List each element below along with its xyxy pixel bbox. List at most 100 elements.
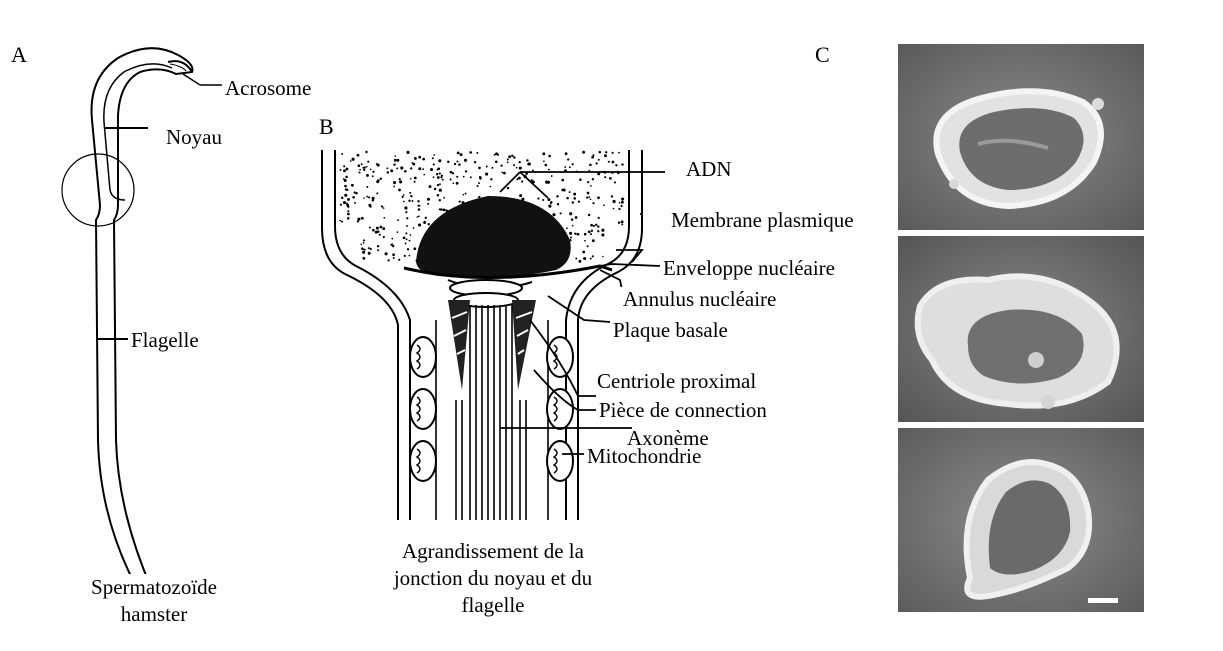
stipple-dot: [615, 164, 617, 166]
stipple-dot: [418, 208, 421, 211]
stipple-dot: [544, 164, 547, 167]
stipple-dot: [383, 217, 385, 219]
stipple-dot: [566, 227, 568, 229]
stipple-dot: [587, 181, 589, 183]
stipple-dot: [382, 227, 385, 230]
stipple-dot: [386, 167, 388, 169]
stipple-dot: [368, 252, 371, 255]
stipple-dot: [443, 209, 446, 212]
stipple-dot: [347, 218, 349, 220]
label-annulus-nucleaire: Annulus nucléaire: [620, 287, 779, 311]
stipple-dot: [454, 163, 456, 165]
stipple-dot: [439, 183, 441, 185]
stipple-dot: [376, 192, 378, 194]
stipple-dot: [364, 249, 366, 251]
stipple-dot: [396, 159, 399, 162]
stipple-dot: [406, 151, 409, 154]
stipple-dot: [588, 230, 591, 233]
stipple-dot: [399, 178, 401, 180]
stipple-dot: [543, 160, 545, 162]
stipple-dot: [588, 170, 590, 172]
stipple-dot: [612, 152, 614, 154]
stipple-dot: [377, 249, 379, 251]
stipple-dot: [611, 195, 613, 197]
nucleus-outline: [104, 64, 172, 190]
stipple-dot: [518, 177, 521, 180]
stipple-dot: [572, 201, 574, 203]
stipple-dot: [582, 151, 585, 154]
stipple-dot: [370, 248, 372, 250]
stipple-dot: [412, 162, 414, 164]
stipple-dot: [605, 151, 607, 153]
label-enveloppe-nucleaire: Enveloppe nucléaire: [660, 256, 838, 280]
stipple-dot: [365, 151, 367, 153]
stipple-dot: [403, 201, 405, 203]
stipple-dot: [572, 225, 574, 227]
panel-c-letter: C: [812, 42, 833, 68]
stipple-dot: [390, 169, 393, 172]
stipple-dot: [432, 157, 434, 159]
stipple-dot: [367, 161, 369, 163]
stipple-dot: [567, 158, 569, 160]
stipple-dot: [358, 171, 360, 173]
stipple-dot: [369, 227, 371, 229]
stipple-dot: [479, 177, 481, 179]
stipple-dot: [343, 169, 346, 172]
label-plaque-basale: Plaque basale: [610, 318, 731, 342]
stipple-dot: [602, 256, 604, 258]
stipple-dot: [409, 192, 411, 194]
stipple-dot: [565, 152, 568, 155]
stipple-dot: [571, 218, 573, 220]
stipple-dot: [584, 233, 587, 236]
stipple-dot: [597, 196, 600, 199]
stipple-dot: [614, 181, 616, 183]
stipple-dot: [363, 169, 365, 171]
sem-photo-1: [898, 44, 1144, 230]
stipple-dot: [403, 236, 406, 239]
stipple-dot: [562, 179, 564, 181]
stipple-dot: [598, 217, 600, 219]
stipple-dot: [347, 210, 349, 212]
stipple-dot: [597, 225, 599, 227]
stipple-dot: [542, 199, 544, 201]
stipple-dot: [445, 209, 447, 211]
stipple-dot: [414, 177, 417, 180]
stipple-dot: [346, 204, 349, 207]
stipple-dot: [593, 225, 595, 227]
stipple-dot: [437, 184, 439, 186]
stipple-dot: [357, 218, 360, 221]
stipple-dot: [392, 253, 395, 256]
stipple-dot: [519, 194, 522, 197]
stipple-dot: [440, 208, 443, 211]
stipple-dot: [608, 161, 610, 163]
stipple-dot: [408, 255, 410, 257]
stipple-dot: [410, 234, 412, 236]
stipple-dot: [399, 180, 402, 183]
stipple-dot: [453, 182, 455, 184]
caption-line: Spermatozoïde: [64, 574, 244, 601]
stipple-dot: [344, 185, 347, 188]
stipple-dot: [368, 204, 371, 207]
stipple-dot: [383, 236, 385, 238]
stipple-dot: [592, 178, 594, 180]
panel-a-caption: Spermatozoïde hamster: [64, 574, 244, 628]
sem-photo-2: [898, 236, 1144, 422]
stipple-dot: [485, 173, 488, 176]
stipple-dot: [404, 255, 406, 257]
stipple-dot: [385, 252, 388, 255]
stipple-dot: [413, 227, 415, 229]
stipple-dot: [422, 168, 424, 170]
stipple-dot: [372, 199, 374, 201]
label-acrosome: Acrosome: [222, 76, 314, 100]
stipple-dot: [417, 205, 419, 207]
stipple-dot: [620, 205, 622, 207]
stipple-dot: [372, 229, 375, 232]
stipple-dot: [393, 164, 395, 166]
stipple-dot: [393, 257, 395, 259]
sem-photo-3-image: [898, 428, 1144, 612]
stipple-dot: [561, 189, 564, 192]
stipple-dot: [590, 258, 592, 260]
stipple-dot: [587, 245, 589, 247]
stipple-dot: [550, 202, 552, 204]
label-mitochondrie: Mitochondrie: [584, 444, 704, 468]
